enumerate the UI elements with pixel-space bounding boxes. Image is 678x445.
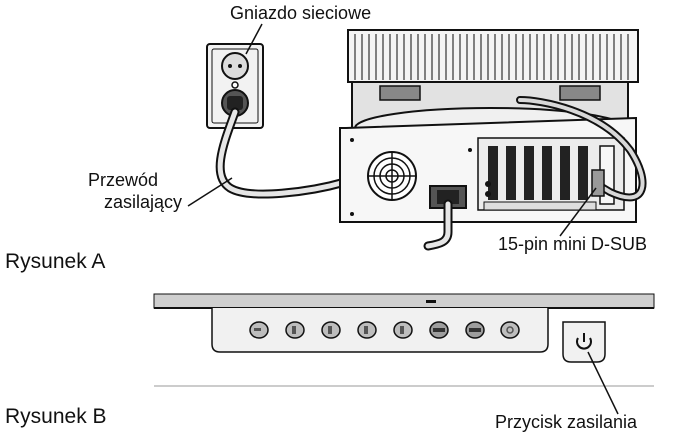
computer-case-icon: [339, 116, 637, 223]
front-button[interactable]: [321, 321, 341, 339]
front-button[interactable]: [393, 321, 413, 339]
figure-a-caption: Rysunek A: [5, 250, 106, 273]
front-button[interactable]: [285, 321, 305, 339]
power-cable-label-line1: Przewód: [88, 170, 159, 190]
wall-outlet-icon: [206, 43, 264, 129]
power-cable-label-line2: zasilający: [104, 192, 183, 212]
front-button[interactable]: [429, 321, 449, 339]
video-cable: [518, 98, 645, 200]
front-button[interactable]: [465, 321, 485, 339]
front-buttons: [249, 321, 520, 339]
dsub-leader-line: [559, 187, 597, 237]
power-button[interactable]: [562, 321, 606, 363]
power-button-leader-line: [587, 351, 619, 415]
power-symbol-icon: [576, 333, 592, 350]
monitor-front-panel: [153, 293, 655, 387]
figure-b-caption: Rysunek B: [5, 405, 107, 428]
fan-grille-icon: [367, 151, 417, 201]
case-power-cord: [425, 201, 451, 249]
front-button[interactable]: [249, 321, 269, 339]
cable-leader-line: [187, 177, 233, 207]
front-button[interactable]: [357, 321, 377, 339]
outlet-label: Gniazdo sieciowe: [230, 3, 372, 23]
front-button[interactable]: [500, 321, 520, 339]
power-button-label: Przycisk zasilania: [495, 412, 638, 432]
outlet-leader-line: [245, 23, 263, 55]
video-connector-label: 15-pin mini D-SUB: [498, 234, 648, 254]
